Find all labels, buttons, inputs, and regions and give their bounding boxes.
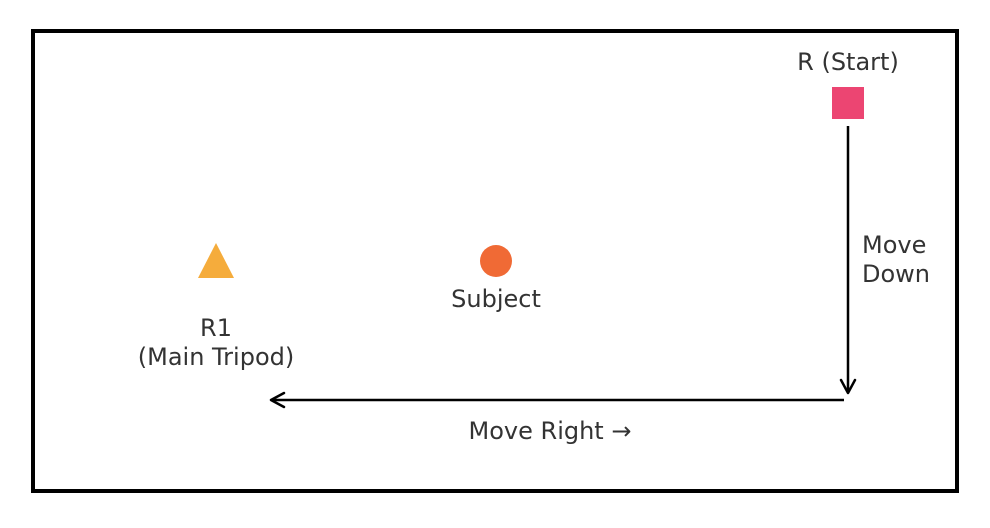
r1-label: R1 (Main Tripod) [96, 314, 336, 372]
start-label: R (Start) [797, 48, 899, 76]
subject-label: Subject [451, 285, 541, 313]
r1-triangle-marker [198, 243, 234, 278]
move-down-label-line1: Move [862, 231, 927, 259]
move-right-arrowhead [269, 391, 286, 409]
r1-label-line1: R1 [200, 314, 232, 342]
start-square-marker [832, 87, 864, 119]
move-down-label: Move Down [862, 231, 930, 289]
r1-label-line2: (Main Tripod) [137, 343, 295, 371]
move-right-label: Move Right → [468, 417, 632, 445]
subject-circle-marker [480, 245, 512, 277]
move-down-arrowhead [839, 378, 857, 395]
diagram-frame [31, 29, 959, 493]
move-down-label-line2: Down [862, 260, 931, 288]
